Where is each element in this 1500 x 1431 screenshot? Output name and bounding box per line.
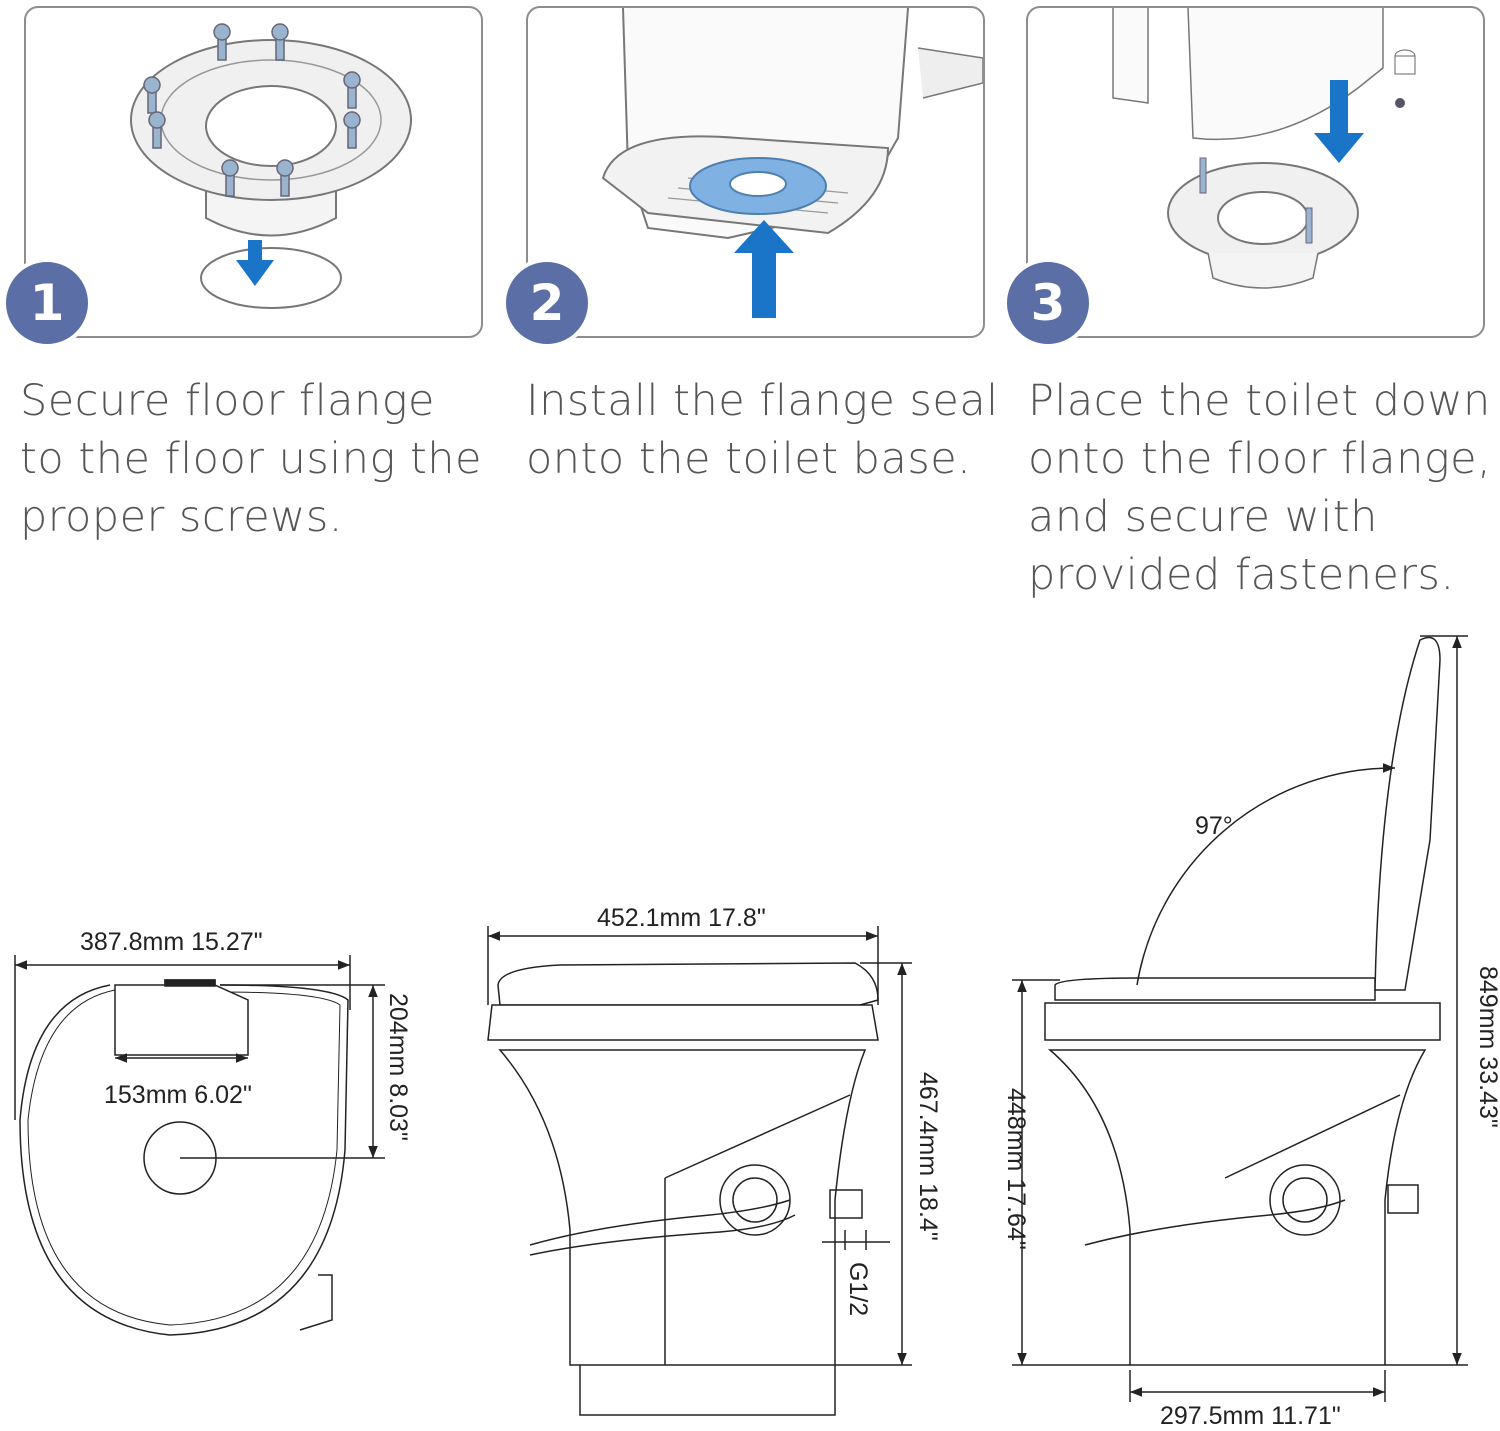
step-1-panel <box>24 6 483 338</box>
step-2-badge: 2 <box>502 258 592 348</box>
caption-line: Place the toilet down <box>1028 376 1491 426</box>
front-view-drawing <box>487 926 912 1416</box>
caption-line: onto the toilet base. <box>526 434 972 484</box>
side-view-drawing <box>1012 635 1468 1402</box>
top-width-label: 387.8mm 15.27" <box>80 928 263 956</box>
step-1-badge: 1 <box>2 258 92 348</box>
up-arrow-icon <box>734 220 794 318</box>
front-height-label: 467.4mm 18.4" <box>914 1072 942 1241</box>
seat-depth-label: 204mm 8.03" <box>384 993 412 1141</box>
caption-line: to the floor using the <box>20 434 483 484</box>
caption-line: onto the floor flange, <box>1028 434 1492 484</box>
seat-angle-label: 97° <box>1195 812 1233 840</box>
step-2-panel <box>526 6 985 338</box>
front-width-label: 452.1mm 17.8" <box>597 904 766 932</box>
hinge-width-label: 153mm 6.02" <box>104 1081 252 1109</box>
down-arrow-icon <box>236 240 274 286</box>
step-3-panel <box>1026 6 1485 338</box>
inlet-label: G1/2 <box>844 1262 872 1317</box>
step-1-caption: Secure floor flange to the floor using t… <box>20 372 482 546</box>
top-view-drawing <box>14 955 385 1336</box>
step-2-caption: Install the flange seal onto the toilet … <box>526 372 999 488</box>
flange-seal-illustration <box>601 8 983 318</box>
down-arrow-icon <box>1314 80 1364 163</box>
caption-line: provided fasteners. <box>1028 550 1455 600</box>
step-3-caption: Place the toilet down onto the floor fla… <box>1028 372 1491 604</box>
caption-line: proper screws. <box>20 492 343 542</box>
toilet-placement-illustration <box>1112 8 1416 289</box>
overall-height-label: 849mm 33.43" <box>1474 966 1500 1128</box>
caption-line: Secure floor flange <box>20 376 435 426</box>
step-3-badge: 3 <box>1003 258 1093 348</box>
caption-line: Install the flange seal <box>526 376 999 426</box>
caption-line: and secure with <box>1028 492 1378 542</box>
base-depth-label: 297.5mm 11.71" <box>1160 1402 1341 1430</box>
side-seat-height-label: 448mm 17.64" <box>1002 1088 1030 1250</box>
floor-flange-illustration <box>130 23 412 309</box>
